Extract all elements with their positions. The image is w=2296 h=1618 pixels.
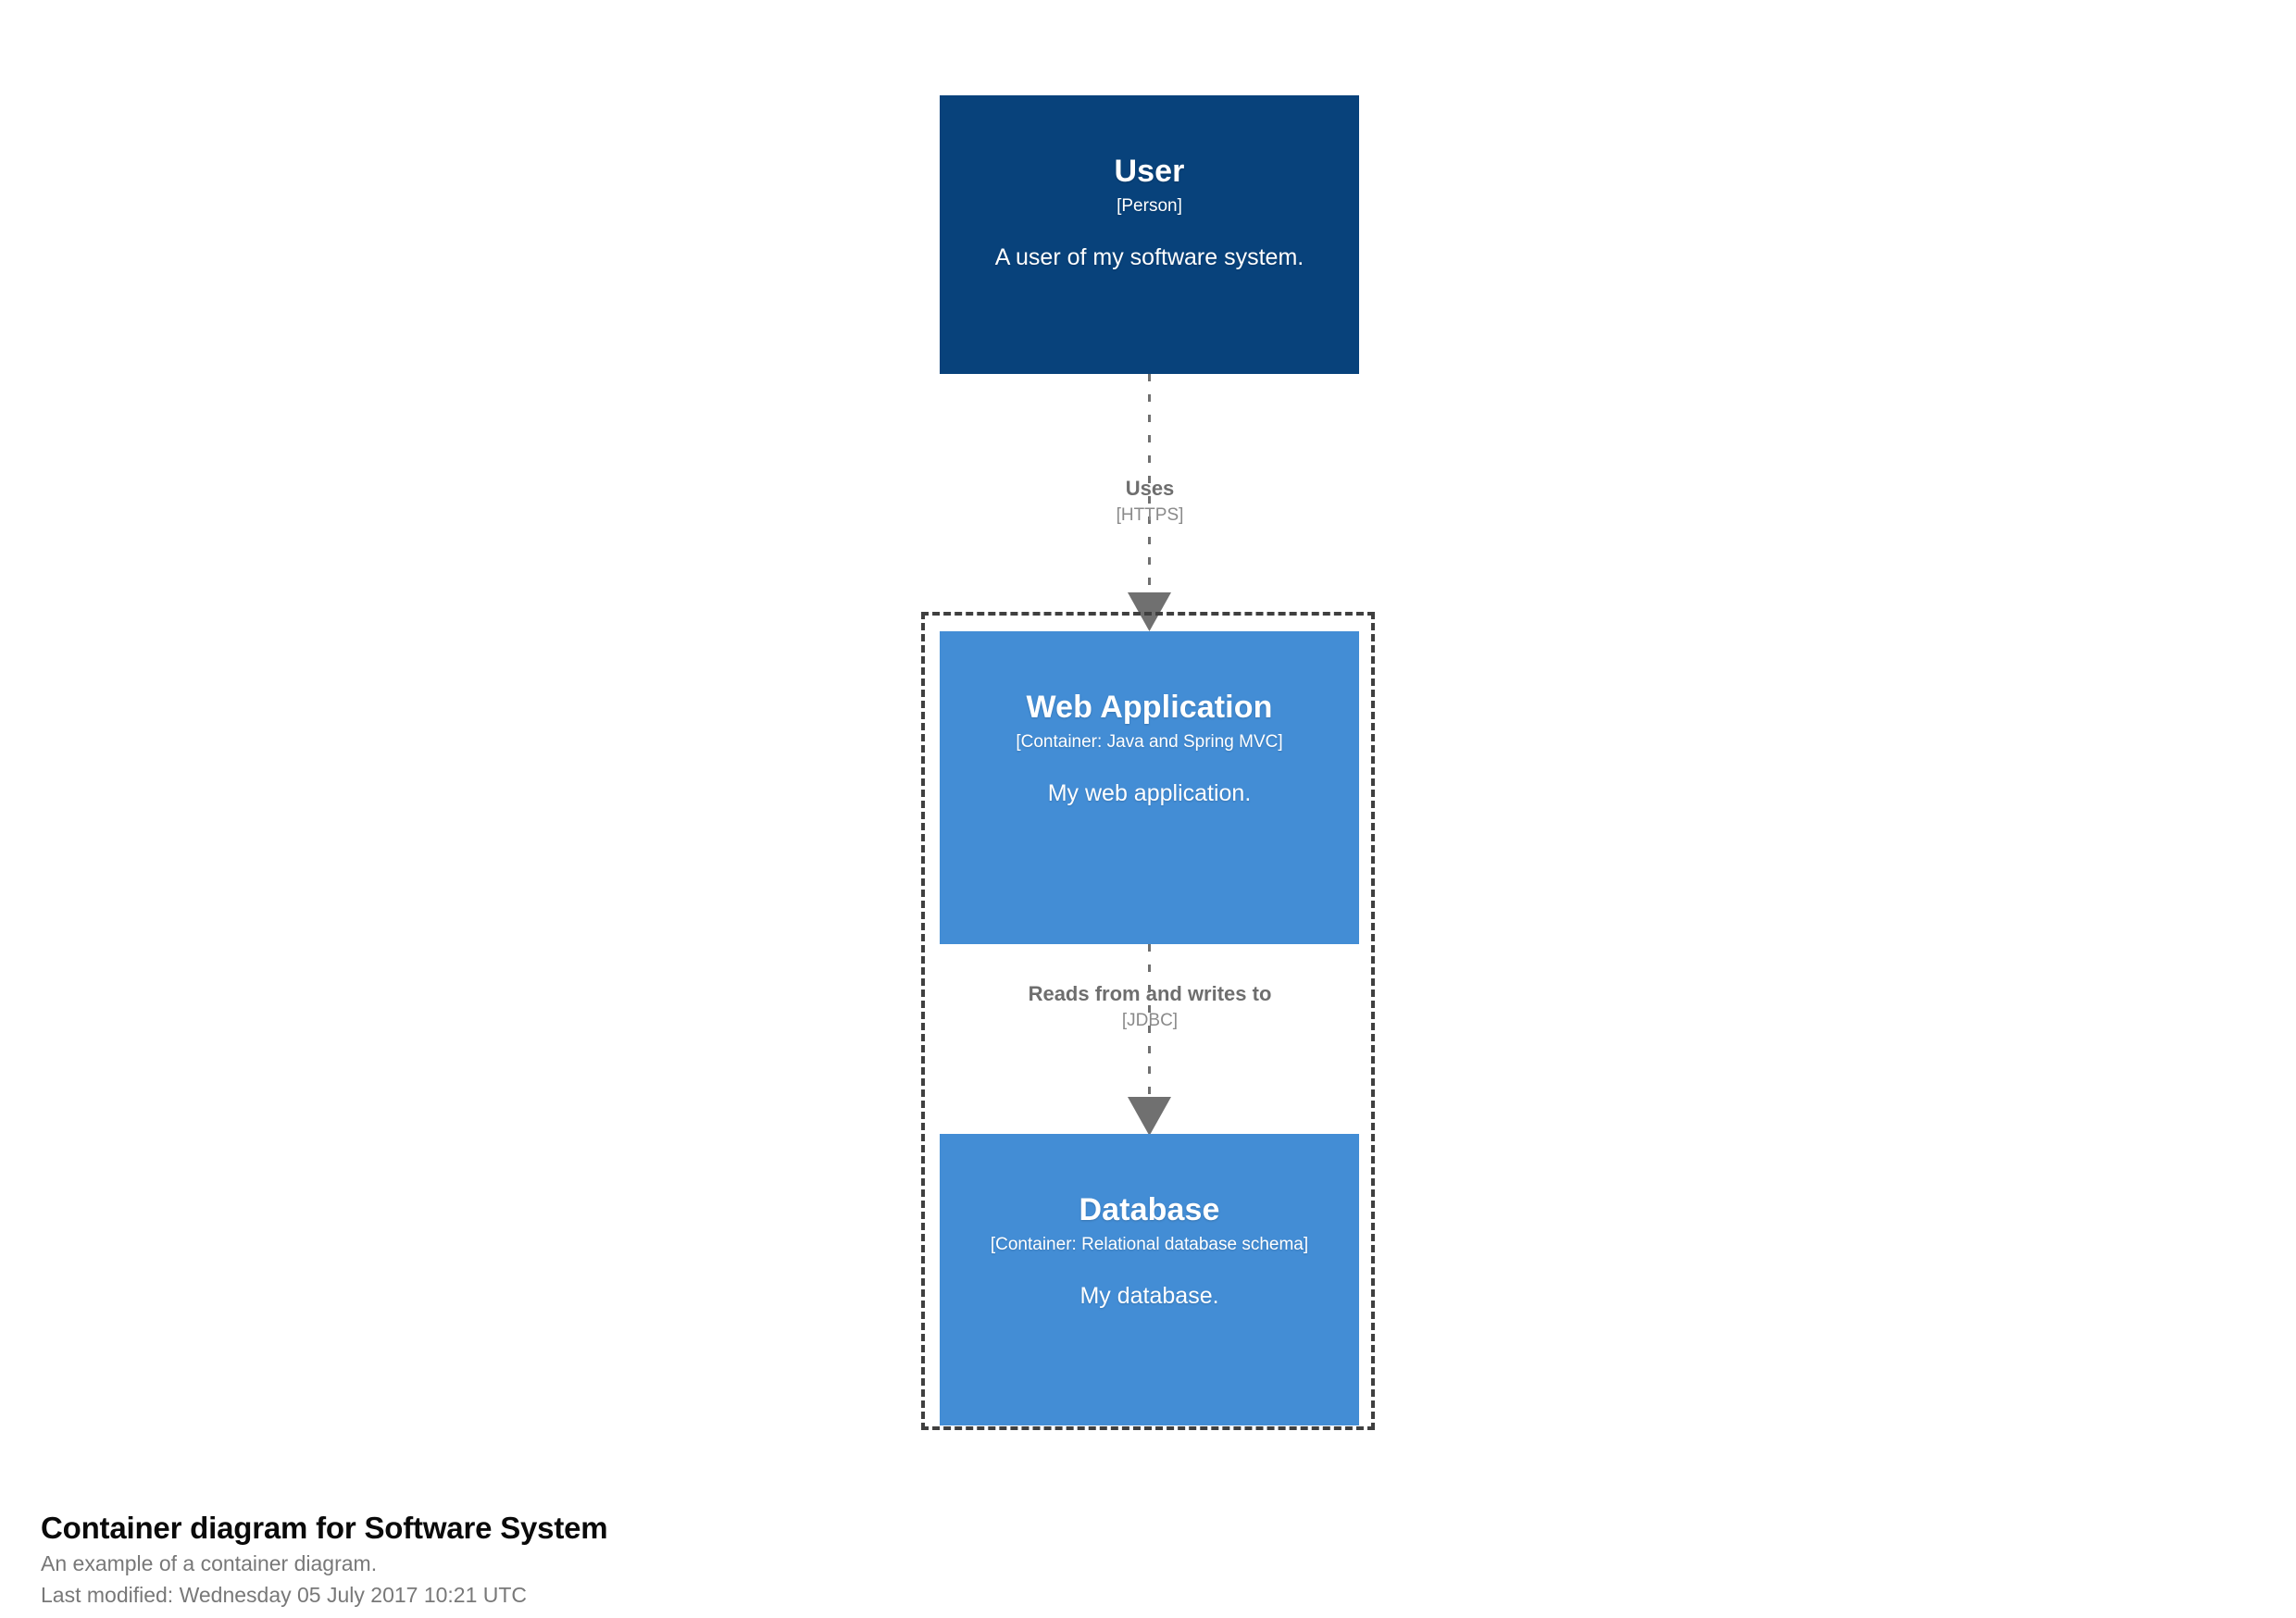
software-system-boundary	[921, 612, 1375, 1430]
node-user-name: User	[1114, 154, 1185, 189]
caption-subtitle: An example of a container diagram.	[41, 1551, 378, 1576]
node-database-description: My database.	[1079, 1282, 1219, 1309]
node-database[interactable]: Database [Container: Relational database…	[940, 1134, 1359, 1425]
node-user[interactable]: User [Person] A user of my software syst…	[940, 95, 1359, 374]
relationship-technology: [HTTPS]	[1116, 504, 1184, 525]
node-user-type: [Person]	[1117, 196, 1182, 217]
node-user-description: A user of my software system.	[994, 243, 1304, 270]
node-web-application-description: My web application.	[1047, 779, 1252, 806]
relationship-description: Reads from and writes to	[1028, 982, 1272, 1005]
relationship-label-reads-writes: Reads from and writes to [JDBC]	[992, 981, 1307, 1031]
node-web-application-type: [Container: Java and Spring MVC]	[1016, 732, 1283, 753]
relationship-label-uses: Uses [HTTPS]	[992, 476, 1307, 526]
node-database-name: Database	[1079, 1192, 1220, 1227]
node-web-application[interactable]: Web Application [Container: Java and Spr…	[940, 631, 1359, 944]
diagram-caption: Container diagram for Software System An…	[41, 1509, 1522, 1610]
caption-title: Container diagram for Software System	[41, 1511, 608, 1545]
node-database-type: [Container: Relational database schema]	[990, 1235, 1309, 1255]
relationship-description: Uses	[1125, 477, 1175, 500]
node-web-application-name: Web Application	[1026, 690, 1273, 725]
relationship-technology: [JDBC]	[1121, 1010, 1179, 1030]
caption-last-modified: Last modified: Wednesday 05 July 2017 10…	[41, 1583, 528, 1608]
